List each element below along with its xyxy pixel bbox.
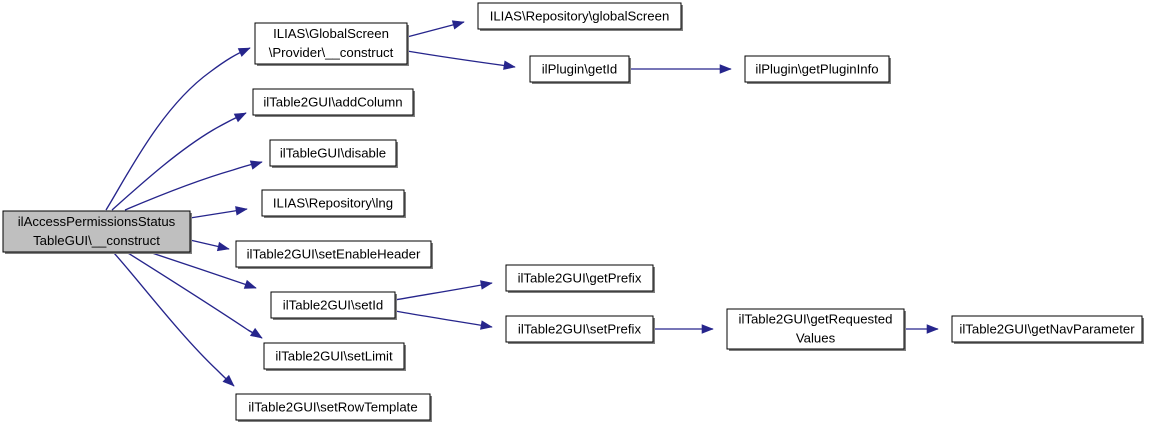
arrowhead-getrequestedvalues->getnavparameter: [926, 324, 939, 334]
node-label: ILIAS\Repository\globalScreen: [490, 8, 670, 23]
graph-node-getnavparameter[interactable]: ilTable2GUI\getNavParameter: [951, 315, 1144, 344]
graph-node-ilplugin_getplugininfo[interactable]: ilPlugin\getPluginInfo: [744, 55, 891, 84]
node-label: ilTable2GUI\setRowTemplate: [248, 399, 417, 414]
node-label: ilTable2GUI\getPrefix: [518, 270, 642, 285]
arrowhead-root->disable: [249, 160, 263, 170]
graph-node-root[interactable]: ilAccessPermissionsStatusTableGUI\__cons…: [2, 210, 192, 254]
graph-node-getprefix[interactable]: ilTable2GUI\getPrefix: [505, 264, 655, 293]
node-box[interactable]: [270, 291, 396, 319]
arrowhead-root->setlimit: [249, 327, 263, 339]
node-label-line2: Values: [796, 330, 836, 345]
arrowhead-root->setenableheader: [216, 241, 230, 252]
arrowhead-setid->setprefix: [480, 320, 493, 330]
graph-node-globalscreen_provider[interactable]: ILIAS\GlobalScreen \Provider\__construct: [254, 22, 409, 66]
call-edge-root-to-globalscreen_provider: [105, 47, 251, 211]
node-label: ilTable2GUI\addColumn: [263, 94, 402, 109]
node-label: ilTableGUI\disable: [280, 145, 386, 160]
node-box[interactable]: [254, 22, 408, 65]
arrowhead-root->globalscreen_provider: [237, 47, 251, 57]
node-label: ilTable2GUI\getNavParameter: [959, 321, 1135, 336]
node-label-line1: ilTable2GUI\getRequested: [739, 311, 893, 326]
graph-node-repository_globalscreen[interactable]: ILIAS\Repository\globalScreen: [477, 2, 683, 31]
node-box[interactable]: [235, 240, 432, 268]
node-box[interactable]: [269, 139, 397, 167]
node-box[interactable]: [235, 393, 431, 421]
node-box[interactable]: [505, 315, 654, 343]
graph-node-disable[interactable]: ilTableGUI\disable: [269, 139, 398, 168]
call-edge-root-to-setrowtemplate: [113, 252, 235, 387]
graph-node-ilplugin_getid[interactable]: ilPlugin\getId: [529, 55, 631, 84]
arrowhead-root->setrowtemplate: [222, 374, 235, 387]
node-box[interactable]: [529, 55, 630, 83]
node-label-line2: \Provider\__construct: [269, 45, 394, 60]
node-box[interactable]: [263, 342, 405, 370]
call-edge-globalscreen_provider-to-ilplugin_getid: [406, 50, 516, 68]
graph-node-setrowtemplate[interactable]: ilTable2GUI\setRowTemplate: [235, 393, 432, 422]
arrowhead-globalscreen_provider->ilplugin_getid: [503, 60, 516, 70]
graph-node-lng[interactable]: ILIAS\Repository\lng: [261, 189, 406, 218]
node-label: ilTable2GUI\setEnableHeader: [247, 246, 421, 261]
node-box[interactable]: [2, 210, 191, 253]
node-label: ILIAS\Repository\lng: [273, 195, 393, 210]
node-box[interactable]: [726, 308, 905, 350]
graph-node-setlimit[interactable]: ilTable2GUI\setLimit: [263, 342, 406, 371]
arrowhead-root->setid: [243, 279, 257, 289]
call-edge-root-to-addcolumn: [111, 112, 247, 211]
call-edge-root-to-disable: [124, 161, 263, 211]
node-box[interactable]: [252, 88, 414, 116]
node-label: ilTable2GUI\setId: [283, 297, 383, 312]
arrowhead-setid->getprefix: [480, 280, 493, 290]
nodes-layer: ilAccessPermissionsStatusTableGUI\__cons…: [2, 2, 1144, 422]
node-box[interactable]: [477, 2, 682, 30]
graph-node-setid[interactable]: ilTable2GUI\setId: [270, 291, 397, 320]
node-label: ilPlugin\getId: [542, 61, 618, 76]
node-box[interactable]: [951, 315, 1143, 343]
arrowhead-root->addcolumn: [233, 112, 247, 123]
arrowhead-globalscreen_provider->repository_globalscreen: [451, 20, 465, 30]
node-label: ilTable2GUI\setLimit: [275, 348, 393, 363]
node-label-line2: TableGUI\__construct: [33, 233, 160, 248]
call-edge-setid-to-setprefix: [394, 310, 493, 328]
graph-node-addcolumn[interactable]: ilTable2GUI\addColumn: [252, 88, 415, 117]
node-box[interactable]: [505, 264, 654, 292]
node-label-line1: ILIAS\GlobalScreen: [273, 26, 389, 41]
arrowhead-setprefix->getrequestedvalues: [701, 324, 714, 334]
node-box[interactable]: [744, 55, 890, 83]
node-label-line1: ilAccessPermissionsStatus: [18, 214, 176, 229]
node-label: ilTable2GUI\setPrefix: [518, 321, 642, 336]
arrowheads-layer: [216, 20, 939, 387]
node-box[interactable]: [261, 189, 405, 217]
graph-node-setenableheader[interactable]: ilTable2GUI\setEnableHeader: [235, 240, 433, 269]
arrowhead-root->lng: [235, 206, 248, 216]
arrowhead-ilplugin_getid->ilplugin_getplugininfo: [719, 64, 732, 74]
call-edge-setid-to-getprefix: [394, 282, 493, 301]
graph-node-setprefix[interactable]: ilTable2GUI\setPrefix: [505, 315, 655, 344]
node-label: ilPlugin\getPluginInfo: [755, 61, 878, 76]
